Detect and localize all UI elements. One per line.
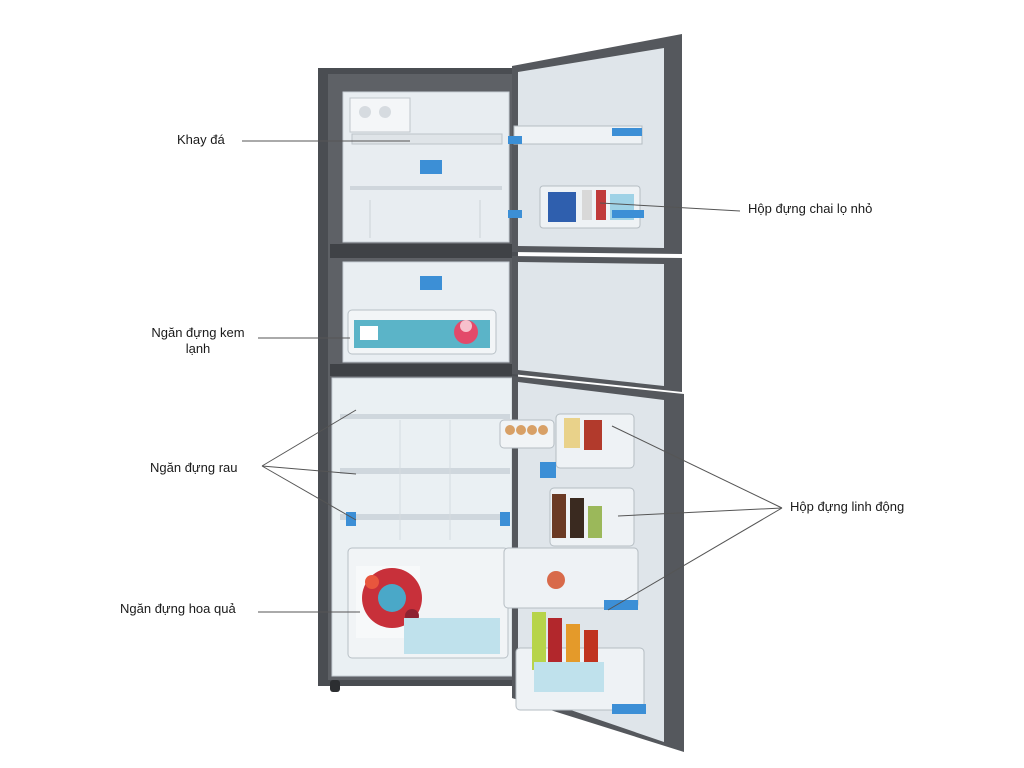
leader-rau-1 xyxy=(261,409,357,467)
label-small-bottle-box: Hộp đựng chai lọ nhỏ xyxy=(748,201,873,216)
leader-rau-2 xyxy=(261,465,357,475)
label-vegetable-compartment: Ngăn đựng rau xyxy=(150,460,238,475)
freezer-badge xyxy=(420,160,442,174)
label-ice-tray: Khay đá xyxy=(177,132,225,147)
label-ice-cream-compartment: Ngăn đựng kem lạnh xyxy=(151,325,245,356)
leader-lines xyxy=(242,140,783,613)
ice-tray xyxy=(351,133,503,145)
leader-linhdong-1 xyxy=(611,425,783,509)
middle-badge xyxy=(420,276,442,290)
freezer-shelf xyxy=(350,186,502,190)
flex-box-lower xyxy=(503,547,639,609)
fridge-shelf-2 xyxy=(340,468,510,474)
leader-rau-3 xyxy=(261,465,357,521)
label-fruit-compartment: Ngăn đựng hoa quả xyxy=(120,601,236,616)
leader-linhdong-2 xyxy=(617,507,783,517)
fridge-shelf-3 xyxy=(340,514,510,520)
crisper-label xyxy=(404,618,500,654)
leader-hopchai xyxy=(599,202,741,212)
leader-linhdong-3 xyxy=(607,507,783,611)
fridge-shelf-1 xyxy=(340,414,510,419)
middle-door-inner xyxy=(518,262,664,386)
label-flexible-box: Hộp đựng linh động xyxy=(790,499,905,514)
